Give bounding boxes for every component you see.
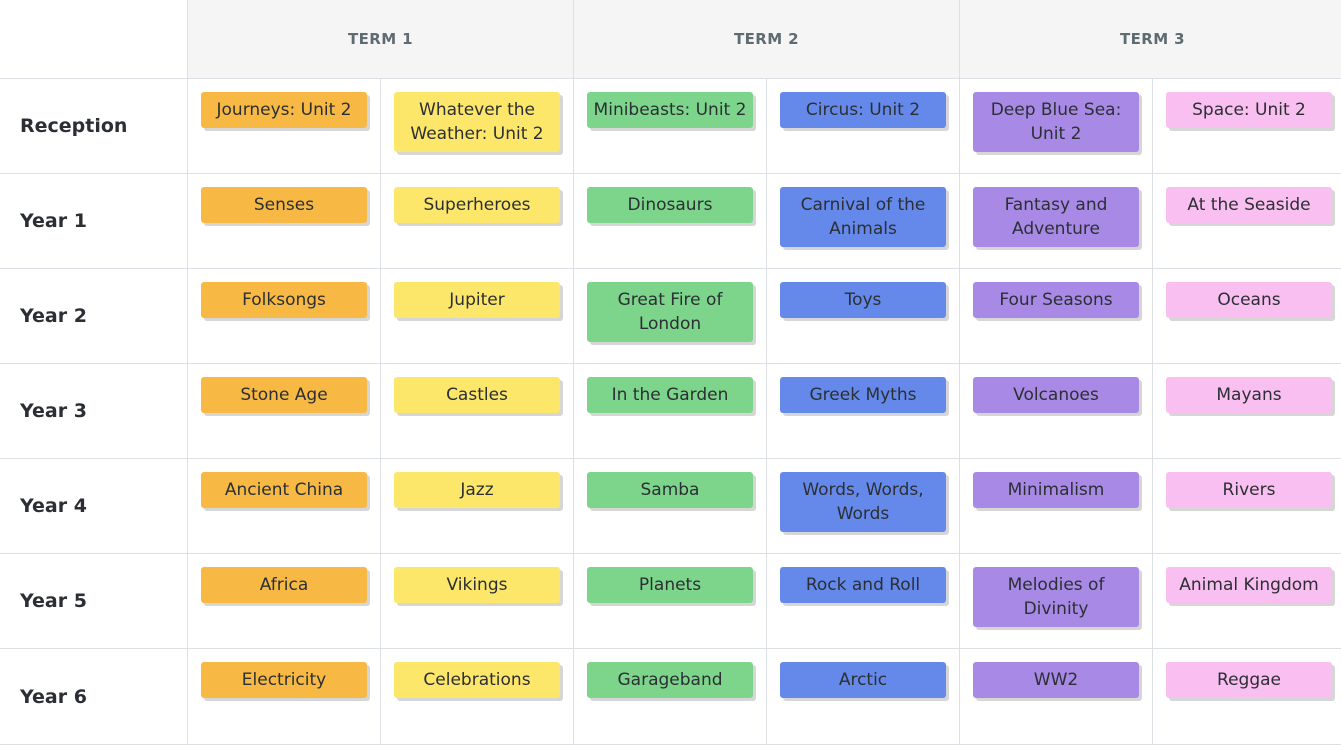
term-header-1: TERM 1 bbox=[187, 0, 573, 79]
topic-cell: Planets bbox=[573, 554, 766, 649]
topic-card[interactable]: Africa bbox=[201, 567, 367, 603]
row-label-year-1: Year 1 bbox=[0, 174, 187, 269]
topic-card[interactable]: Superheroes bbox=[394, 187, 560, 223]
topic-cell: Greek Myths bbox=[766, 364, 959, 459]
row-label-year-6: Year 6 bbox=[0, 649, 187, 745]
topic-cell: Fantasy and Adventure bbox=[959, 174, 1152, 269]
topic-cell: Senses bbox=[187, 174, 380, 269]
topic-cell: Samba bbox=[573, 459, 766, 554]
topic-card[interactable]: Four Seasons bbox=[973, 282, 1139, 318]
term-header-3: TERM 3 bbox=[959, 0, 1341, 79]
row-label-year-2: Year 2 bbox=[0, 269, 187, 364]
topic-card[interactable]: Jazz bbox=[394, 472, 560, 508]
topic-card[interactable]: Garageband bbox=[587, 662, 753, 698]
topic-cell: Rivers bbox=[1152, 459, 1341, 554]
topic-cell: In the Garden bbox=[573, 364, 766, 459]
topic-card[interactable]: Minibeasts: Unit 2 bbox=[587, 92, 753, 128]
topic-cell: Minimalism bbox=[959, 459, 1152, 554]
topic-card[interactable]: Electricity bbox=[201, 662, 367, 698]
topic-cell: Words, Words, Words bbox=[766, 459, 959, 554]
topic-cell: Garageband bbox=[573, 649, 766, 745]
topic-card[interactable]: Planets bbox=[587, 567, 753, 603]
topic-cell: Arctic bbox=[766, 649, 959, 745]
topic-cell: Jupiter bbox=[380, 269, 573, 364]
topic-cell: Toys bbox=[766, 269, 959, 364]
topic-card[interactable]: Toys bbox=[780, 282, 946, 318]
topic-card[interactable]: Jupiter bbox=[394, 282, 560, 318]
topic-cell: Rock and Roll bbox=[766, 554, 959, 649]
topic-cell: Oceans bbox=[1152, 269, 1341, 364]
topic-card[interactable]: Samba bbox=[587, 472, 753, 508]
topic-card[interactable]: Arctic bbox=[780, 662, 946, 698]
topic-card[interactable]: WW2 bbox=[973, 662, 1139, 698]
topic-cell: Folksongs bbox=[187, 269, 380, 364]
topic-cell: Vikings bbox=[380, 554, 573, 649]
topic-card[interactable]: At the Seaside bbox=[1166, 187, 1332, 223]
topic-card[interactable]: Oceans bbox=[1166, 282, 1332, 318]
topic-cell: Superheroes bbox=[380, 174, 573, 269]
topic-card[interactable]: Carnival of the Animals bbox=[780, 187, 946, 247]
topic-cell: Four Seasons bbox=[959, 269, 1152, 364]
topic-cell: Electricity bbox=[187, 649, 380, 745]
topic-cell: Castles bbox=[380, 364, 573, 459]
topic-card[interactable]: Animal Kingdom bbox=[1166, 567, 1332, 603]
topic-card[interactable]: Space: Unit 2 bbox=[1166, 92, 1332, 128]
topic-cell: Journeys: Unit 2 bbox=[187, 79, 380, 174]
topic-card[interactable]: In the Garden bbox=[587, 377, 753, 413]
topic-cell: Circus: Unit 2 bbox=[766, 79, 959, 174]
topic-cell: Carnival of the Animals bbox=[766, 174, 959, 269]
topic-card[interactable]: Journeys: Unit 2 bbox=[201, 92, 367, 128]
topic-cell: WW2 bbox=[959, 649, 1152, 745]
term-header-2: TERM 2 bbox=[573, 0, 959, 79]
topic-card[interactable]: Stone Age bbox=[201, 377, 367, 413]
topic-cell: Stone Age bbox=[187, 364, 380, 459]
topic-card[interactable]: Castles bbox=[394, 377, 560, 413]
row-label-year-3: Year 3 bbox=[0, 364, 187, 459]
topic-cell: Space: Unit 2 bbox=[1152, 79, 1341, 174]
topic-card[interactable]: Vikings bbox=[394, 567, 560, 603]
topic-cell: Melodies of Divinity bbox=[959, 554, 1152, 649]
topic-cell: Reggae bbox=[1152, 649, 1341, 745]
topic-cell: Minibeasts: Unit 2 bbox=[573, 79, 766, 174]
topic-cell: Dinosaurs bbox=[573, 174, 766, 269]
topic-cell: Great Fire of London bbox=[573, 269, 766, 364]
row-label-year-5: Year 5 bbox=[0, 554, 187, 649]
topic-cell: Ancient China bbox=[187, 459, 380, 554]
topic-card[interactable]: Volcanoes bbox=[973, 377, 1139, 413]
topic-cell: Celebrations bbox=[380, 649, 573, 745]
topic-card[interactable]: Greek Myths bbox=[780, 377, 946, 413]
topic-card[interactable]: Celebrations bbox=[394, 662, 560, 698]
topic-cell: Jazz bbox=[380, 459, 573, 554]
row-label-reception: Reception bbox=[0, 79, 187, 174]
topic-cell: Africa bbox=[187, 554, 380, 649]
topic-card[interactable]: Great Fire of London bbox=[587, 282, 753, 342]
topic-cell: Animal Kingdom bbox=[1152, 554, 1341, 649]
topic-cell: Volcanoes bbox=[959, 364, 1152, 459]
topic-card[interactable]: Folksongs bbox=[201, 282, 367, 318]
topic-card[interactable]: Melodies of Divinity bbox=[973, 567, 1139, 627]
row-label-year-4: Year 4 bbox=[0, 459, 187, 554]
topic-card[interactable]: Circus: Unit 2 bbox=[780, 92, 946, 128]
corner-cell bbox=[0, 0, 187, 79]
topic-card[interactable]: Rivers bbox=[1166, 472, 1332, 508]
topic-card[interactable]: Reggae bbox=[1166, 662, 1332, 698]
topic-card[interactable]: Fantasy and Adventure bbox=[973, 187, 1139, 247]
topic-card[interactable]: Whatever the Weather: Unit 2 bbox=[394, 92, 560, 152]
topic-card[interactable]: Words, Words, Words bbox=[780, 472, 946, 532]
topic-cell: Deep Blue Sea: Unit 2 bbox=[959, 79, 1152, 174]
topic-cell: Mayans bbox=[1152, 364, 1341, 459]
topic-cell: At the Seaside bbox=[1152, 174, 1341, 269]
topic-card[interactable]: Senses bbox=[201, 187, 367, 223]
topic-card[interactable]: Rock and Roll bbox=[780, 567, 946, 603]
topic-card[interactable]: Ancient China bbox=[201, 472, 367, 508]
topic-card[interactable]: Deep Blue Sea: Unit 2 bbox=[973, 92, 1139, 152]
topic-card[interactable]: Dinosaurs bbox=[587, 187, 753, 223]
topic-cell: Whatever the Weather: Unit 2 bbox=[380, 79, 573, 174]
topic-card[interactable]: Mayans bbox=[1166, 377, 1332, 413]
topic-card[interactable]: Minimalism bbox=[973, 472, 1139, 508]
